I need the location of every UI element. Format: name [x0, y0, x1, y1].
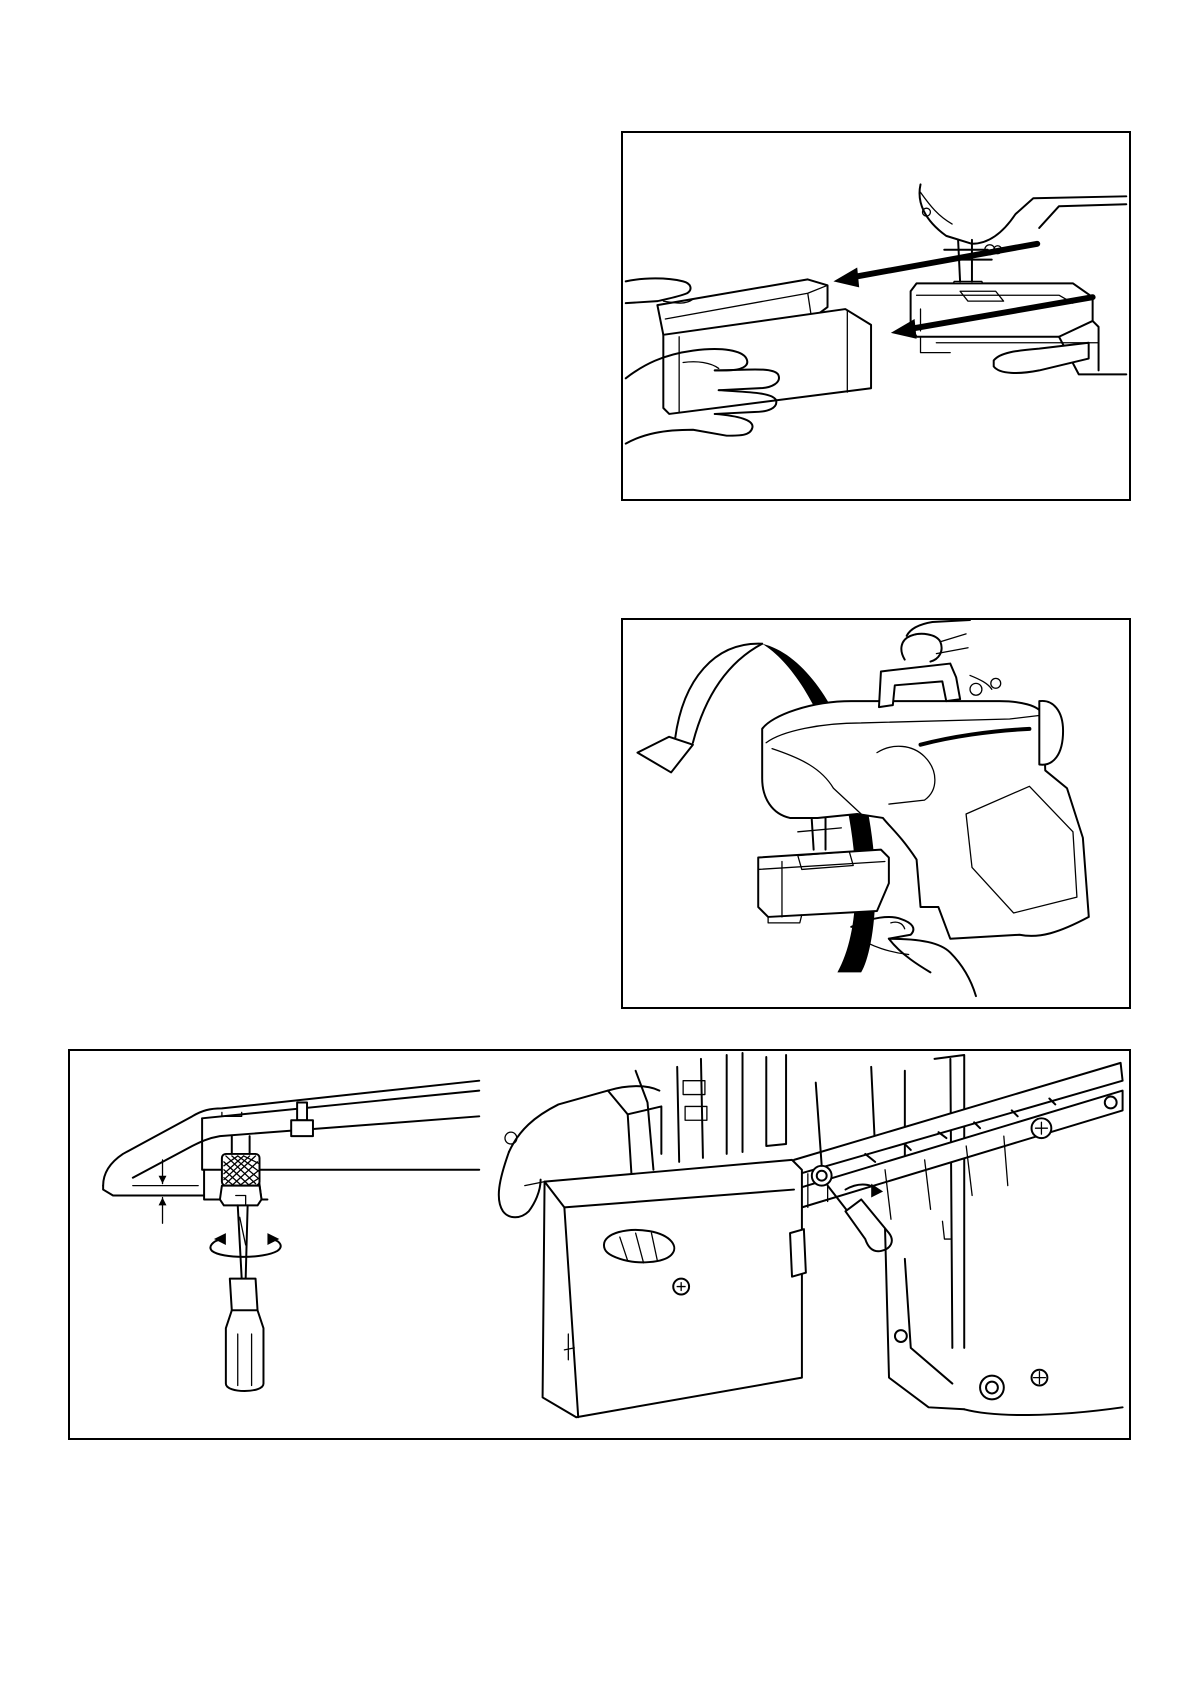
remove-accessory-table-figure [621, 131, 1131, 501]
tilt-machine-back-illustration [623, 620, 1129, 1007]
tilt-machine-back-figure [621, 618, 1131, 1009]
hook-screw-adjustment-illustration [70, 1051, 1129, 1438]
hook-screw-adjustment-figure [68, 1049, 1131, 1440]
remove-accessory-table-illustration [623, 133, 1129, 499]
